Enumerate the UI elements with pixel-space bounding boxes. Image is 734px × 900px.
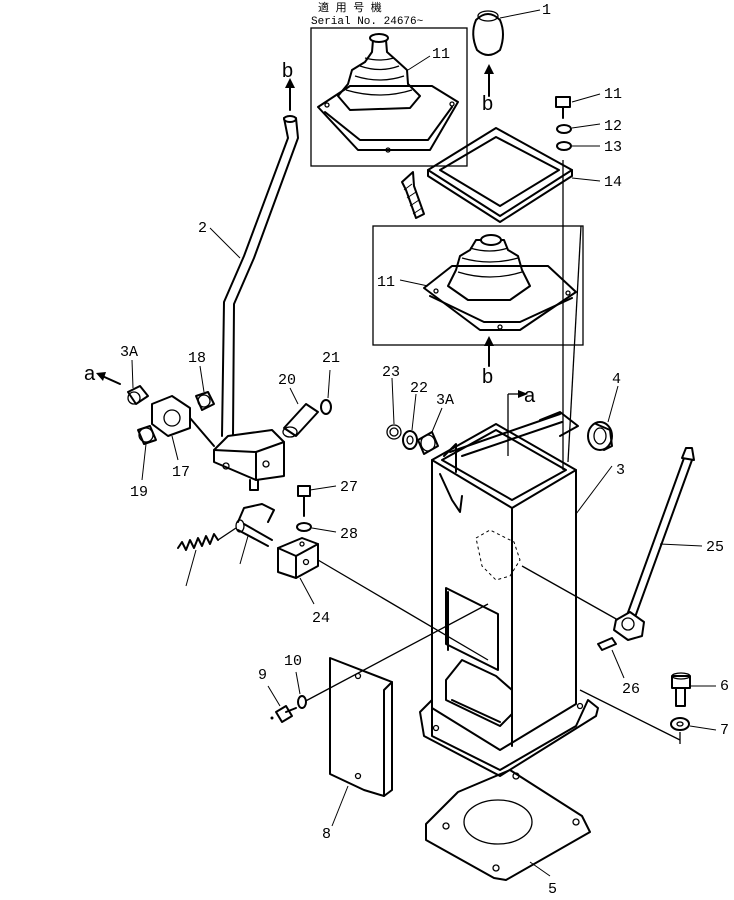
label-3a-left: 3A [120, 344, 138, 361]
arrow-a-left [96, 372, 121, 385]
washer-20 [402, 430, 418, 450]
label-18: 20 [278, 372, 296, 389]
label-3: 3 [616, 462, 625, 479]
label-17-top: 18 [188, 350, 206, 367]
alignment-line-right [567, 225, 582, 463]
block-24-connector-line [317, 559, 489, 661]
bushing-3a-left [127, 385, 149, 405]
label-12: 14 [604, 174, 622, 191]
washer-7 [670, 717, 690, 731]
label-23: 26 [622, 681, 640, 698]
ring-19 [320, 399, 332, 415]
rubber-boot-top [317, 33, 459, 153]
label-4: 4 [612, 371, 621, 388]
arrow-a-case [507, 390, 528, 456]
pin-18 [282, 403, 319, 438]
label-11-top: 11 [432, 46, 450, 63]
bolt-13 [555, 96, 571, 119]
rubber-boot-middle [423, 234, 577, 331]
block-24 [277, 537, 319, 579]
label-8: 8 [322, 826, 331, 843]
pin-23 [597, 637, 617, 651]
label-b-knob: b [482, 93, 493, 115]
arrow-b-boot [484, 336, 494, 367]
label-b-boot: b [482, 366, 493, 388]
cover-8 [329, 657, 393, 797]
gasket-5 [425, 769, 591, 881]
label-11-mid: 11 [377, 274, 395, 291]
washer-10 [297, 695, 307, 709]
clevis-16 [151, 395, 215, 447]
label-5: 5 [548, 881, 557, 898]
spring-28 [177, 527, 237, 551]
label-15: 13 [604, 139, 622, 156]
serial-inset-frame [310, 27, 468, 167]
label-9: 9 [258, 667, 267, 684]
washer-27 [296, 522, 312, 532]
lever-block [213, 429, 285, 491]
serial-note-heading: 適 用 号 機 [318, 0, 382, 15]
arrow-b-knob [484, 64, 494, 97]
bushing-17-bottom [137, 425, 157, 445]
label-22: 25 [706, 539, 724, 556]
shift-lever-2 [221, 115, 299, 437]
middle-inset-frame [372, 225, 584, 346]
case-3 [419, 411, 599, 777]
cover-plate-12 [427, 127, 573, 223]
label-a-case: a [524, 385, 536, 407]
label-6: 6 [720, 678, 729, 695]
lever-22-connector-line [521, 565, 619, 621]
label-a-left: a [84, 363, 96, 385]
pin-25 [235, 503, 275, 547]
label-17-bottom: 19 [130, 484, 148, 501]
grommet-4 [587, 421, 613, 451]
label-3a-right: 3A [436, 392, 454, 409]
label-24: 24 [312, 610, 330, 627]
label-16: 17 [172, 464, 190, 481]
serial-note-text: Serial No. 24676~ [311, 16, 424, 28]
bolt-26 [297, 485, 311, 517]
label-1: 1 [542, 2, 551, 19]
washer-15 [556, 141, 572, 151]
bushing-3a-right [417, 431, 439, 455]
arrow-b-top [285, 78, 295, 111]
label-7: 7 [720, 722, 729, 739]
bolt-6 [671, 672, 691, 707]
label-19: 21 [322, 350, 340, 367]
lever-22 [613, 447, 695, 641]
label-27: 28 [340, 526, 358, 543]
cover-8-bolt-line [299, 603, 489, 705]
bolt-9 [270, 705, 297, 723]
bushing-17-top [195, 391, 215, 411]
washer-14 [556, 124, 572, 134]
direction-arrow-hatched [401, 171, 425, 219]
label-13: 11 [604, 86, 622, 103]
label-20: 22 [410, 380, 428, 397]
bolt-6-alignment-line [579, 689, 681, 741]
label-21: 23 [382, 364, 400, 381]
snap-ring-21 [386, 424, 402, 440]
label-2: 2 [198, 220, 207, 237]
knob [472, 10, 504, 56]
label-14: 12 [604, 118, 622, 135]
label-10: 10 [284, 653, 302, 670]
label-26: 27 [340, 479, 358, 496]
label-b-top: b [282, 60, 293, 82]
